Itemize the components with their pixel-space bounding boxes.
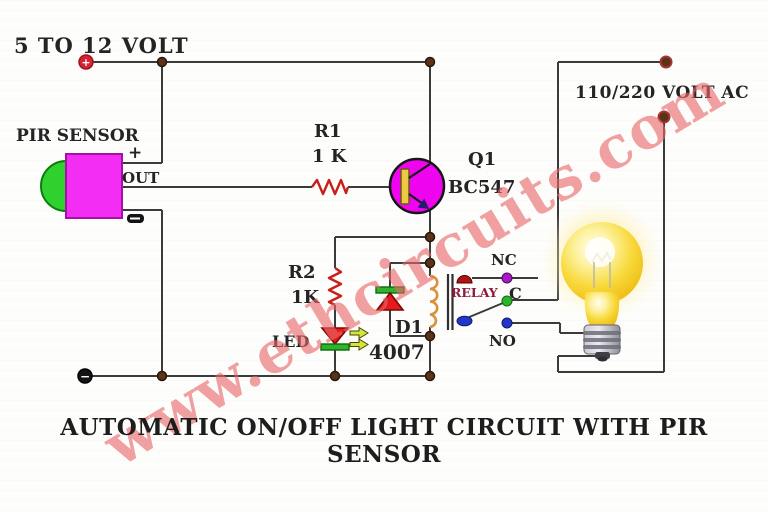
- bulb-contact: [595, 352, 610, 359]
- q1-transistor: [388, 157, 446, 215]
- r2-name-label: R2: [288, 262, 315, 283]
- junction-dot: [424, 330, 436, 342]
- q1-name-label: Q1: [468, 149, 496, 170]
- bulb-base-ridge: [583, 345, 621, 349]
- circuit-wires: [92, 61, 665, 377]
- led-indicator: [320, 326, 369, 351]
- no-contact-label: NO: [489, 332, 516, 350]
- relay: [429, 272, 513, 330]
- led-light-arrow: [349, 338, 369, 351]
- r2-resistor: [327, 267, 343, 307]
- relay-pole-bottom: [456, 315, 473, 327]
- relay-c-contact: [501, 295, 513, 307]
- junction-dot: [156, 370, 168, 382]
- junction-dot: [156, 56, 168, 68]
- relay-pole-top: [456, 275, 473, 284]
- minus-terminal: −: [77, 368, 93, 384]
- circuit-title: AUTOMATIC ON/OFF LIGHT CIRCUIT WITH PIR …: [60, 414, 708, 468]
- ac-terminal-2: [657, 110, 671, 124]
- minus-terminal-symbol: −: [80, 369, 90, 383]
- relay-no-contact: [501, 317, 513, 329]
- relay-armature: [466, 302, 504, 319]
- pir-plus-label: +: [128, 143, 142, 163]
- relay-label: RELAY: [451, 285, 499, 300]
- junction-dot: [424, 257, 436, 269]
- junction-dot: [329, 370, 341, 382]
- transistor-body: [388, 157, 446, 215]
- junction-dots: [156, 56, 436, 382]
- r1-resistor: [311, 178, 350, 196]
- d1-name-label: D1: [395, 317, 423, 338]
- bulb-filament-posts: [593, 262, 611, 288]
- pir-sensor: [40, 153, 144, 223]
- bulb-neck: [584, 292, 620, 327]
- emitter-arrow: [417, 198, 429, 209]
- d1-triangle: [375, 291, 405, 311]
- light-bulb: [539, 197, 665, 362]
- pir-body: [65, 153, 123, 219]
- led-bar: [320, 343, 350, 351]
- bulb-base-ridge: [583, 338, 621, 342]
- pir-sensor-label: PIR SENSOR: [16, 126, 140, 146]
- pir-out-label: OUT: [122, 169, 160, 187]
- minus-terminal-circle: [77, 368, 93, 384]
- q1-value-label: BC547: [448, 177, 515, 198]
- plus-terminal: +: [78, 54, 94, 70]
- ac-voltage-label: 110/220 VOLT AC: [575, 83, 749, 103]
- junction-dot: [424, 56, 436, 68]
- r2-value-label: 1K: [291, 287, 321, 308]
- collector-lead: [408, 163, 431, 179]
- junction-dot: [424, 370, 436, 382]
- r1-value-label: 1 K: [312, 146, 348, 167]
- relay-core: [446, 274, 454, 330]
- transistor-base-bar: [400, 168, 410, 205]
- plus-terminal-symbol: +: [81, 56, 90, 69]
- led-triangle: [320, 327, 350, 346]
- c-contact-label: C: [509, 284, 522, 303]
- r1-name-label: R1: [314, 121, 341, 142]
- relay-coil: [429, 274, 439, 329]
- led-light-arrow: [349, 326, 369, 340]
- d1-diode: [375, 286, 405, 311]
- supply-voltage-label: 5 TO 12 VOLT: [14, 33, 189, 58]
- emitter-lead: [408, 193, 424, 205]
- bulb-filament: [591, 251, 612, 263]
- d1-value-label: 4007: [369, 340, 425, 364]
- led-label: LED: [272, 332, 309, 351]
- pir-lens: [40, 159, 67, 213]
- bulb-contact-tip: [597, 356, 608, 362]
- bulb-base-ridge: [583, 331, 621, 335]
- relay-nc-contact: [501, 272, 513, 284]
- ac-terminal-1: [659, 55, 673, 69]
- nc-contact-label: NC: [491, 251, 517, 269]
- plus-terminal-circle: [78, 54, 94, 70]
- junction-dot: [424, 231, 436, 243]
